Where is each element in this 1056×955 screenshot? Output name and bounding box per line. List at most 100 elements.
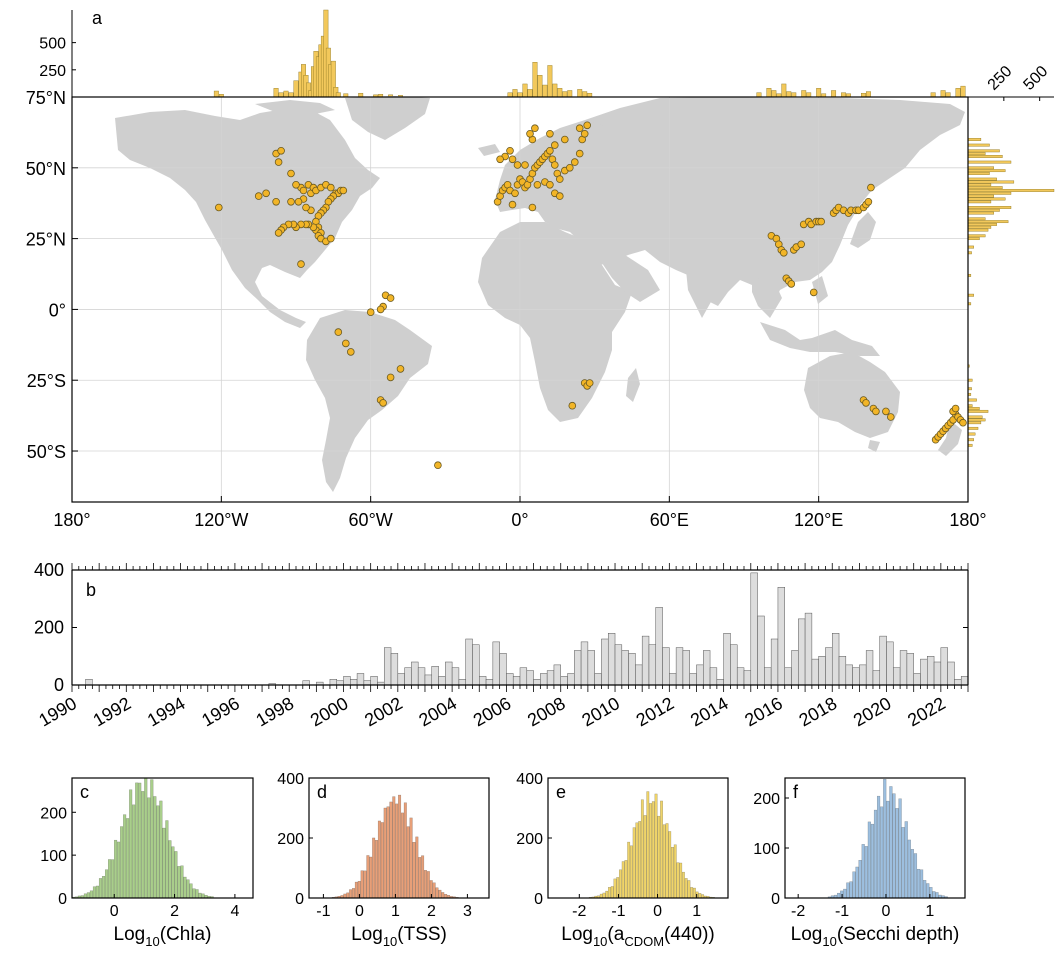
time-bar [798, 618, 806, 686]
hist-xtick-label: -1 [611, 903, 625, 920]
b-year-label: 1998 [253, 693, 298, 730]
hist-bar [605, 890, 609, 899]
right-hist-bar [967, 177, 997, 181]
hist-bar [144, 777, 148, 899]
time-bar [329, 679, 337, 686]
hist-bar [107, 859, 112, 899]
sample-point [299, 186, 308, 195]
hist-bar [412, 842, 416, 899]
land-scandinavia [545, 122, 608, 178]
hist-bar [441, 892, 445, 899]
time-bar [594, 673, 602, 686]
b-year-label: 1996 [198, 693, 243, 730]
hist-bar [117, 841, 121, 899]
hist-bar [400, 812, 404, 899]
sample-point [496, 155, 504, 164]
hist-bar [635, 822, 639, 899]
sample-point [872, 407, 880, 416]
panel-label-c: c [80, 782, 89, 802]
sample-point [506, 147, 514, 155]
hist-bar [156, 805, 160, 899]
hist-bar [676, 862, 680, 899]
top-hist-bar [806, 92, 812, 98]
top-hist-bar [816, 88, 822, 98]
hist-bar [406, 826, 410, 899]
right-hist-bar [967, 149, 1000, 153]
top-hist-bar [930, 92, 936, 98]
b-year-label: 2018 [796, 693, 841, 730]
right-hist-bar [967, 166, 994, 170]
sample-point [292, 181, 300, 189]
sample-point [339, 186, 348, 195]
top-hist-bar [577, 89, 583, 98]
right-hist-bar [967, 191, 1012, 195]
hist-bar [632, 827, 636, 899]
time-bar [363, 680, 371, 686]
panel-label-a: a [92, 8, 103, 28]
hist-bar [123, 814, 127, 899]
lon-tick-label: 0° [511, 510, 528, 530]
right-hist-bar [967, 409, 989, 413]
sample-point [886, 413, 895, 421]
hist-bar [380, 822, 384, 899]
sample-point [575, 124, 584, 132]
hist-bar [651, 801, 655, 899]
hist-bar [409, 817, 413, 899]
right-hist-tick-label: 250 [985, 63, 1016, 94]
hist-ytick-label: 200 [277, 831, 304, 848]
lat-tick-label: 25°S [27, 371, 66, 391]
hist-bar [101, 876, 106, 899]
time-bar [838, 656, 847, 686]
sample-point [511, 189, 519, 198]
hist-xlabel: Log10(aCDOM(440)) [561, 924, 714, 949]
time-bar [492, 641, 500, 686]
sample-point [277, 147, 285, 155]
top-hist-bar [781, 83, 787, 98]
top-hist-bar [335, 92, 341, 98]
right-hist-bar [967, 180, 1015, 184]
sample-point [346, 348, 355, 356]
hist-bar [665, 823, 669, 899]
hist-bar [662, 824, 666, 899]
time-bar [519, 667, 528, 686]
right-hist-bar [967, 407, 980, 410]
sample-point [386, 373, 395, 382]
hist-ytick-label: 0 [771, 891, 780, 908]
right-hist-bar [967, 415, 983, 419]
hist-bar [646, 791, 650, 899]
top-hist-bar [562, 91, 568, 98]
sample-point [546, 130, 554, 138]
hist-bar [613, 878, 617, 899]
land-north-america [115, 108, 380, 328]
xlabel-subscript: CDOM [624, 934, 664, 949]
hist-bar [920, 869, 924, 899]
top-hist-bar [517, 92, 523, 98]
b-year-label: 2006 [470, 693, 515, 730]
hist-bar [132, 804, 136, 899]
hist-bar [913, 853, 918, 899]
xlabel-subscript: 10 [822, 934, 836, 949]
hist-bar [392, 796, 396, 899]
top-hist-bar [557, 88, 563, 98]
time-bar [499, 653, 507, 686]
hist-bar [349, 889, 353, 899]
hist-bar [907, 839, 911, 899]
hist-bar [619, 869, 622, 899]
time-bar [682, 650, 690, 686]
time-bar [526, 670, 534, 686]
right-hist-bar [967, 217, 986, 221]
sample-point [867, 183, 875, 192]
right-hist-bar [967, 186, 1003, 190]
hist-bar [687, 880, 691, 899]
top-hist-bar [512, 89, 518, 98]
hist-bar [926, 883, 930, 899]
hist-bar [654, 793, 658, 899]
land-masses [115, 96, 965, 492]
hist-ytick-label: 200 [516, 831, 543, 848]
sample-point [550, 161, 559, 169]
sample-point [864, 198, 873, 206]
